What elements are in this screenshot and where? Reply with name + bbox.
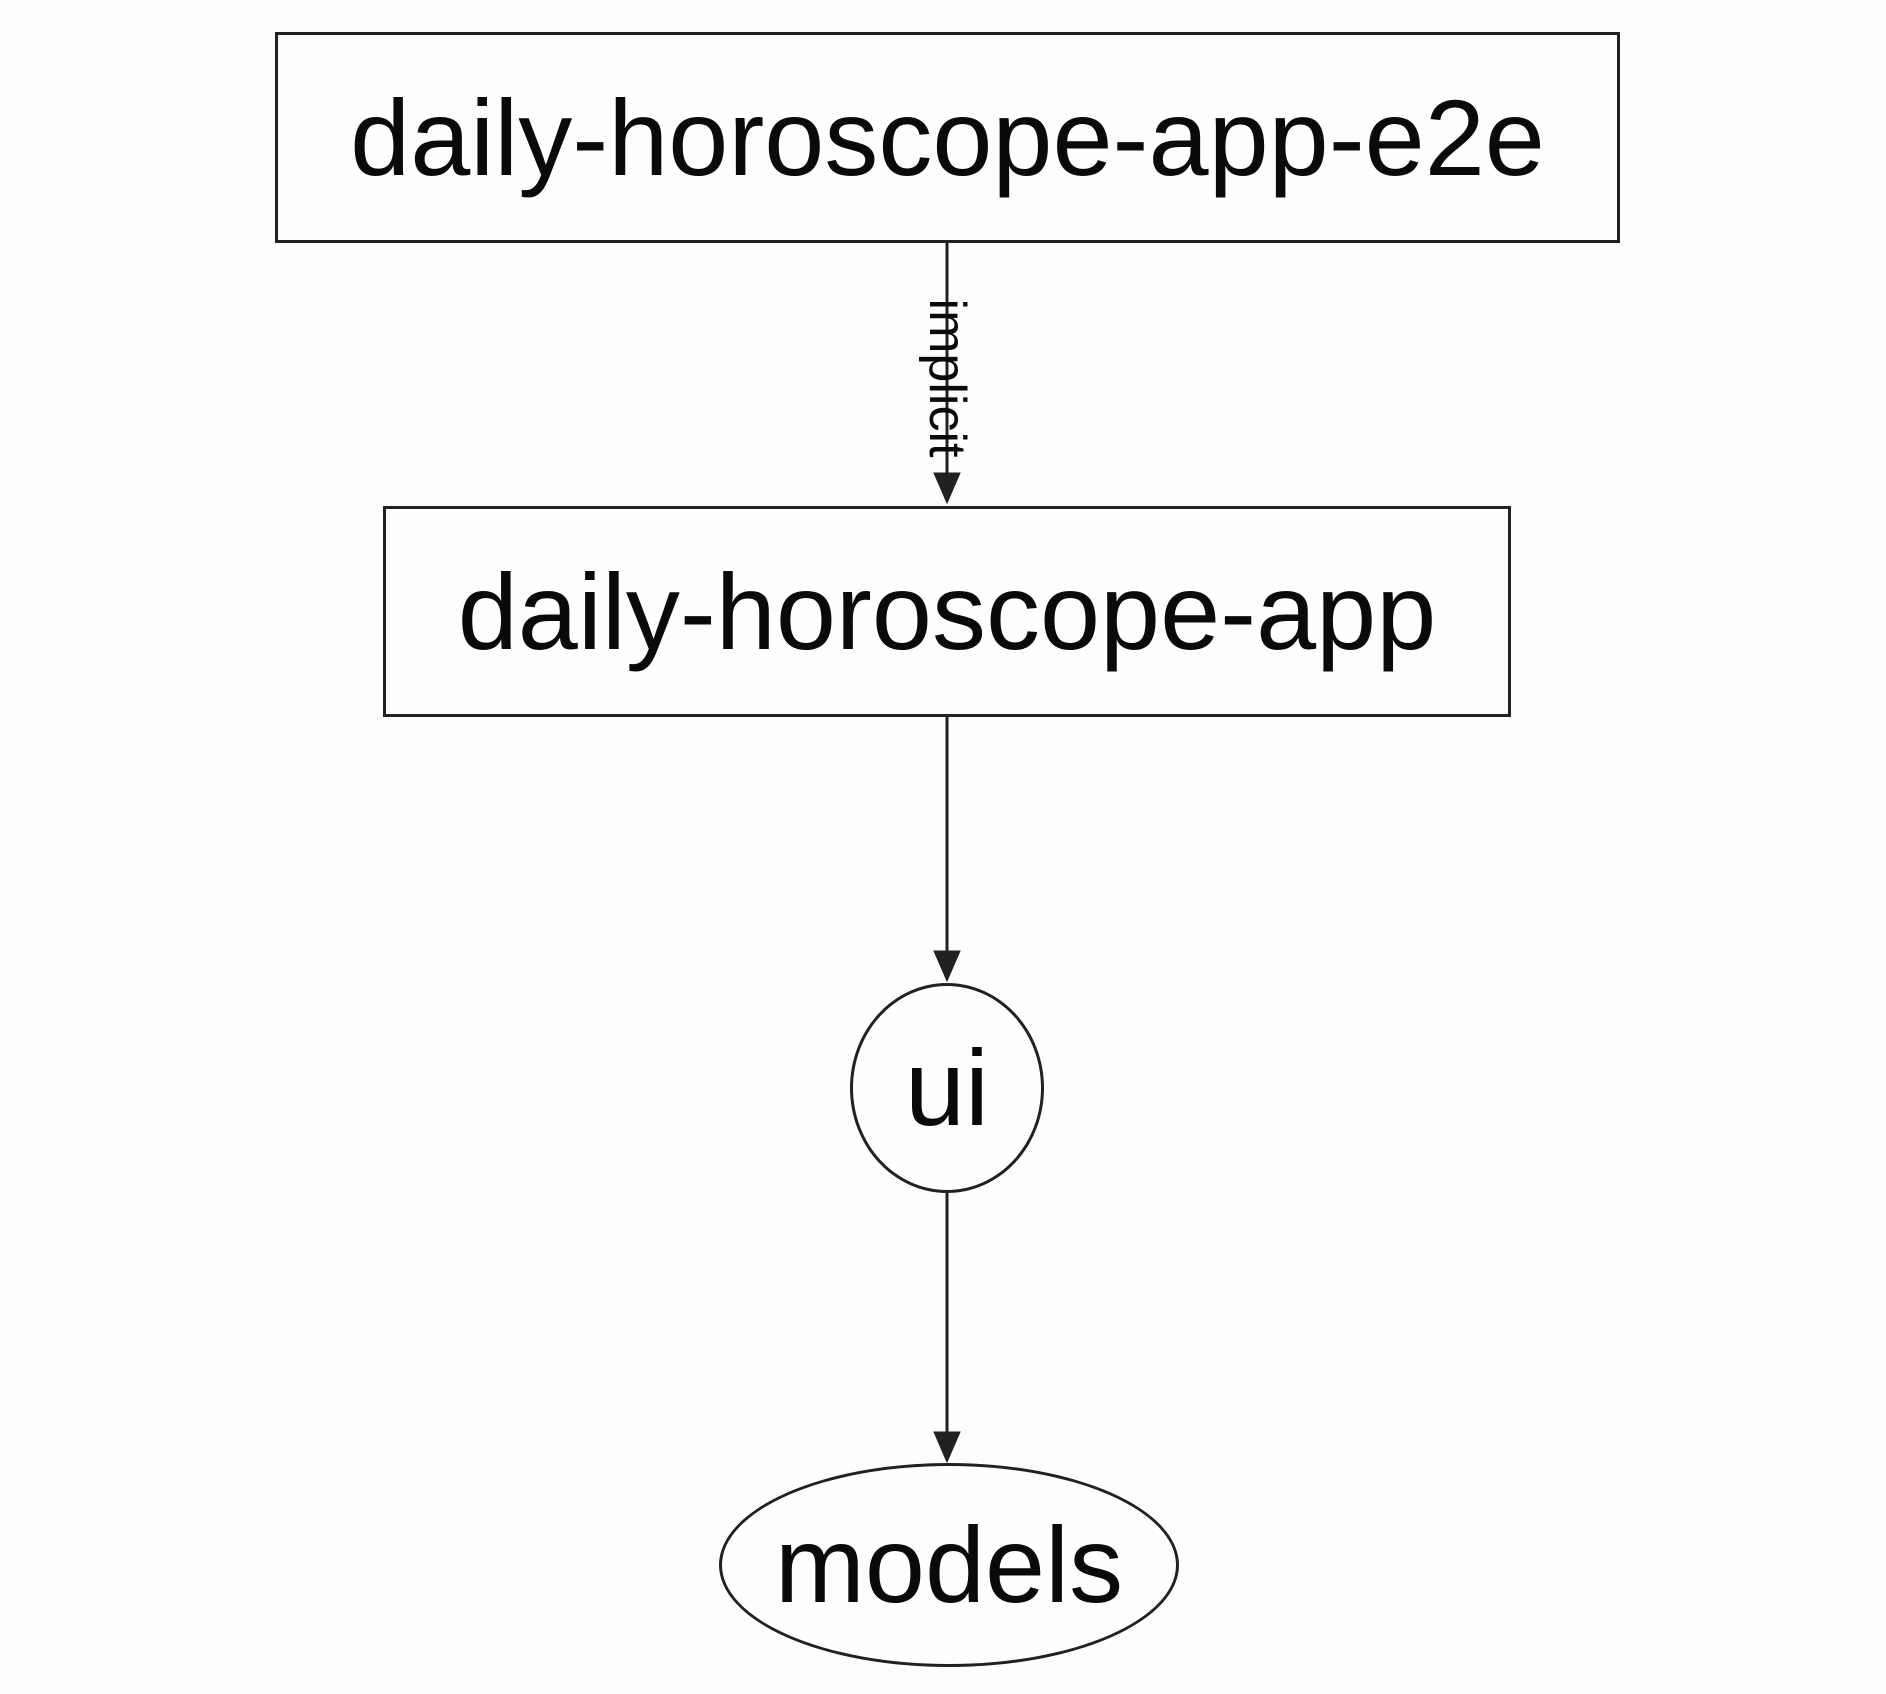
node-daily-horoscope-app[interactable]: daily-horoscope-app	[383, 506, 1511, 717]
edge-app-to-ui-arrowhead-icon	[933, 950, 961, 983]
node-models-label: models	[774, 1504, 1124, 1625]
node-daily-horoscope-app-label: daily-horoscope-app	[457, 550, 1437, 672]
node-daily-horoscope-app-e2e[interactable]: daily-horoscope-app-e2e	[275, 32, 1620, 243]
node-ui[interactable]: ui	[850, 983, 1044, 1193]
edge-label-implicit: implicit	[918, 298, 976, 458]
node-daily-horoscope-app-e2e-label: daily-horoscope-app-e2e	[350, 76, 1545, 198]
edge-e2e-to-app-arrowhead-icon	[933, 472, 961, 505]
node-ui-label: ui	[904, 1027, 990, 1148]
edge-ui-to-models-arrowhead-icon	[933, 1431, 961, 1464]
node-models[interactable]: models	[719, 1463, 1179, 1667]
